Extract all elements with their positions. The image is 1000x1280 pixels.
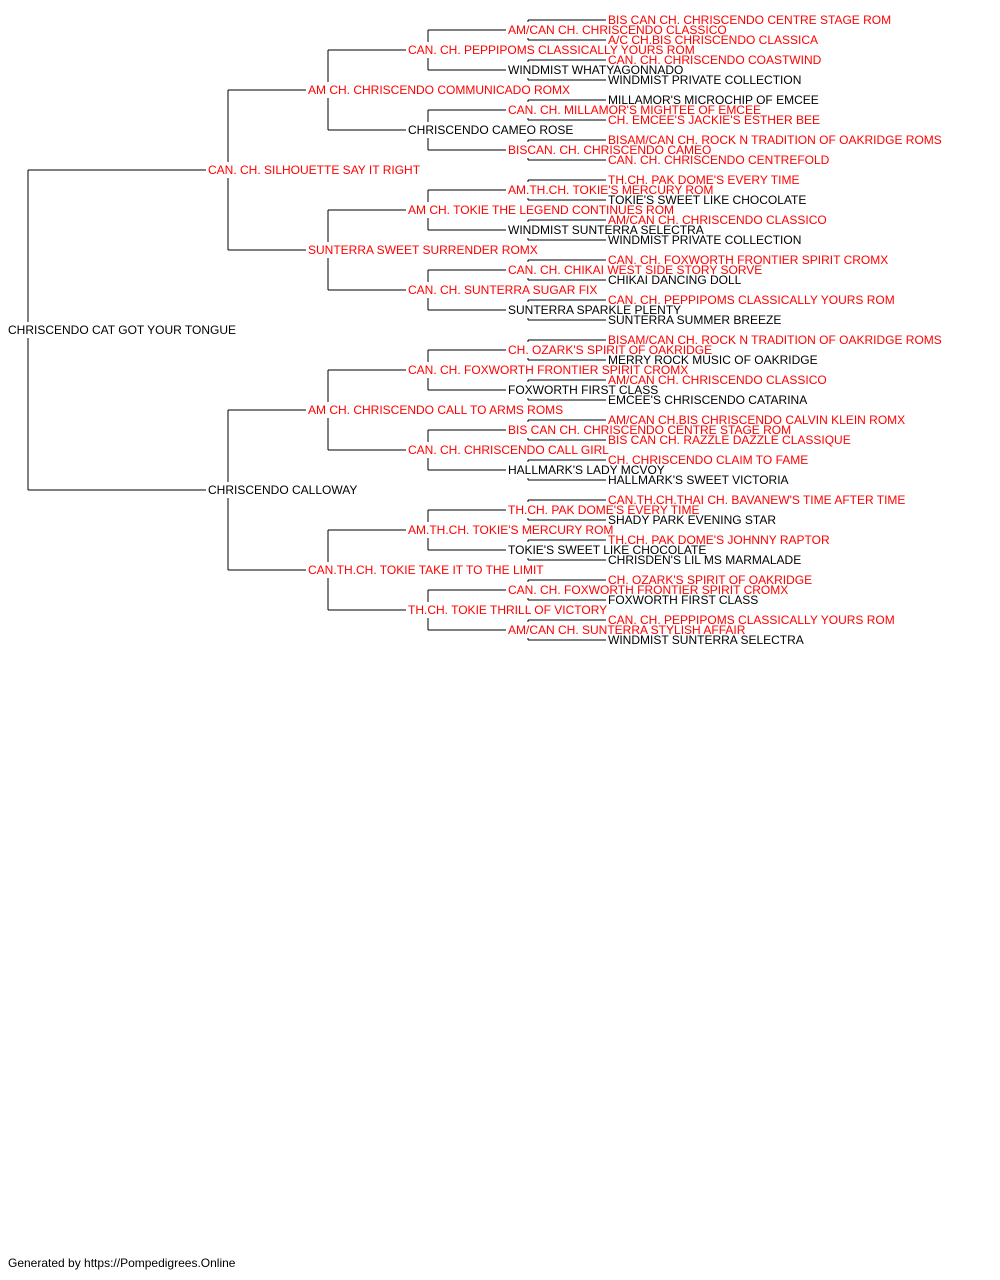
ancestor-name: WINDMIST WHATYAGONNADO (508, 63, 683, 77)
ancestor-name: CAN. CH. FOXWORTH FRONTIER SPIRIT CROMX (608, 253, 888, 267)
ancestor-name: CHIKAI DANCING DOLL (608, 273, 742, 287)
ancestor-name: CAN. CH. PEPPIPOMS CLASSICALLY YOURS ROM (408, 43, 695, 57)
ancestor-name: SUNTERRA SWEET SURRENDER ROMX (308, 243, 538, 257)
ancestor-name: TH.CH. PAK DOME'S EVERY TIME (608, 173, 799, 187)
ancestor-name: MILLAMOR'S MICROCHIP OF EMCEE (608, 93, 819, 107)
ancestor-name: CAN. CH. MILLAMOR'S MIGHTEE OF EMCEE (508, 103, 761, 117)
ancestor-name: CAN. CH. CHRISCENDO COASTWIND (608, 53, 822, 67)
ancestor-name: CAN. CH. SUNTERRA SUGAR FIX (408, 283, 597, 297)
ancestor-name: WINDMIST PRIVATE COLLECTION (608, 233, 801, 247)
ancestor-name: CAN.TH.CH. TOKIE TAKE IT TO THE LIMIT (308, 563, 544, 577)
ancestor-name: FOXWORTH FIRST CLASS (608, 593, 758, 607)
ancestor-name: BIS CAN CH. CHRISCENDO CENTRE STAGE ROM (608, 13, 891, 27)
ancestor-name: CAN. CH. SILHOUETTE SAY IT RIGHT (208, 163, 421, 177)
ancestor-name: BIS CAN CH. CHRISCENDO CENTRE STAGE ROM (508, 423, 791, 437)
footer-credit: Generated by https://Pompedigrees.Online (8, 1256, 236, 1270)
ancestor-name: SHADY PARK EVENING STAR (608, 513, 776, 527)
ancestor-name: CAN. CH. FOXWORTH FRONTIER SPIRIT CROMX (408, 363, 688, 377)
ancestor-name: TH.CH. PAK DOME'S EVERY TIME (508, 503, 699, 517)
ancestor-name: CHRISCENDO CALLOWAY (208, 483, 357, 497)
ancestor-name: CHRISCENDO CAMEO ROSE (408, 123, 573, 137)
ancestor-name: WINDMIST SUNTERRA SELECTRA (608, 633, 804, 647)
ancestor-name: MERRY ROCK MUSIC OF OAKRIDGE (608, 353, 818, 367)
ancestor-name: SUNTERRA SUMMER BREEZE (608, 313, 781, 327)
ancestor-name: TH.CH. PAK DOME'S JOHNNY RAPTOR (608, 533, 830, 547)
ancestor-name: CAN. CH. FOXWORTH FRONTIER SPIRIT CROMX (508, 583, 788, 597)
ancestor-name: BISAM/CAN CH. ROCK N TRADITION OF OAKRID… (608, 333, 942, 347)
ancestor-name: TH.CH. TOKIE THRILL OF VICTORY (408, 603, 607, 617)
subject-name: CHRISCENDO CAT GOT YOUR TONGUE (8, 323, 236, 337)
ancestor-name: A/C CH.BIS CHRISCENDO CLASSICA (608, 33, 818, 47)
ancestor-name: CH. OZARK'S SPIRIT OF OAKRIDGE (608, 573, 812, 587)
ancestor-name: AM CH. TOKIE THE LEGEND CONTINUES ROM (408, 203, 674, 217)
ancestor-name: EMCEE'S CHRISCENDO CATARINA (608, 393, 807, 407)
ancestor-name: AM CH. CHRISCENDO CALL TO ARMS ROMS (308, 403, 563, 417)
ancestor-name: BIS CAN CH. RAZZLE DAZZLE CLASSIQUE (608, 433, 851, 447)
ancestor-name: CH. EMCEE'S JACKIE'S ESTHER BEE (608, 113, 820, 127)
ancestor-name: CH. CHRISCENDO CLAIM TO FAME (608, 453, 808, 467)
ancestor-name: AM/CAN CH. SUNTERRA STYLISH AFFAIR (508, 623, 746, 637)
ancestor-name: AM/CAN CH.BIS CHRISCENDO CALVIN KLEIN RO… (608, 413, 905, 427)
ancestor-name: WINDMIST SUNTERRA SELECTRA (508, 223, 704, 237)
ancestor-name: CAN.TH.CH.THAI CH. BAVANEW'S TIME AFTER … (608, 493, 905, 507)
ancestor-name: AM.TH.CH. TOKIE'S MERCURY ROM (508, 183, 713, 197)
ancestor-name: SUNTERRA SPARKLE PLENTY (508, 303, 681, 317)
ancestor-name: BISCAN. CH. CHRISCENDO CAMEO (508, 143, 711, 157)
ancestor-name: CH. OZARK'S SPIRIT OF OAKRIDGE (508, 343, 712, 357)
ancestor-name: WINDMIST PRIVATE COLLECTION (608, 73, 801, 87)
ancestor-name: TOKIE'S SWEET LIKE CHOCOLATE (508, 543, 706, 557)
ancestor-name: CAN. CH. CHRISCENDO CENTREFOLD (608, 153, 830, 167)
ancestor-name: AM/CAN CH. CHRISCENDO CLASSICO (608, 213, 827, 227)
ancestor-name: CAN. CH. PEPPIPOMS CLASSICALLY YOURS ROM (608, 293, 895, 307)
ancestor-name: HALLMARK'S SWEET VICTORIA (608, 473, 789, 487)
ancestor-name: HALLMARK'S LADY MCVOY (508, 463, 665, 477)
ancestor-name: CAN. CH. CHIKAI WEST SIDE STORY SORVE (508, 263, 762, 277)
ancestor-name: FOXWORTH FIRST CLASS (508, 383, 658, 397)
ancestor-name: CHRISDEN'S LIL MS MARMALADE (608, 553, 801, 567)
ancestor-name: CAN. CH. CHRISCENDO CALL GIRL (408, 443, 609, 457)
ancestor-name: BISAM/CAN CH. ROCK N TRADITION OF OAKRID… (608, 133, 942, 147)
ancestor-name: AM CH. CHRISCENDO COMMUNICADO ROMX (308, 83, 570, 97)
ancestor-name: TOKIE'S SWEET LIKE CHOCOLATE (608, 193, 806, 207)
ancestor-name: AM/CAN CH. CHRISCENDO CLASSICO (608, 373, 827, 387)
ancestor-name: CAN. CH. PEPPIPOMS CLASSICALLY YOURS ROM (608, 613, 895, 627)
ancestor-name: AM.TH.CH. TOKIE'S MERCURY ROM (408, 523, 613, 537)
ancestor-name: AM/CAN CH. CHRISCENDO CLASSICO (508, 23, 727, 37)
